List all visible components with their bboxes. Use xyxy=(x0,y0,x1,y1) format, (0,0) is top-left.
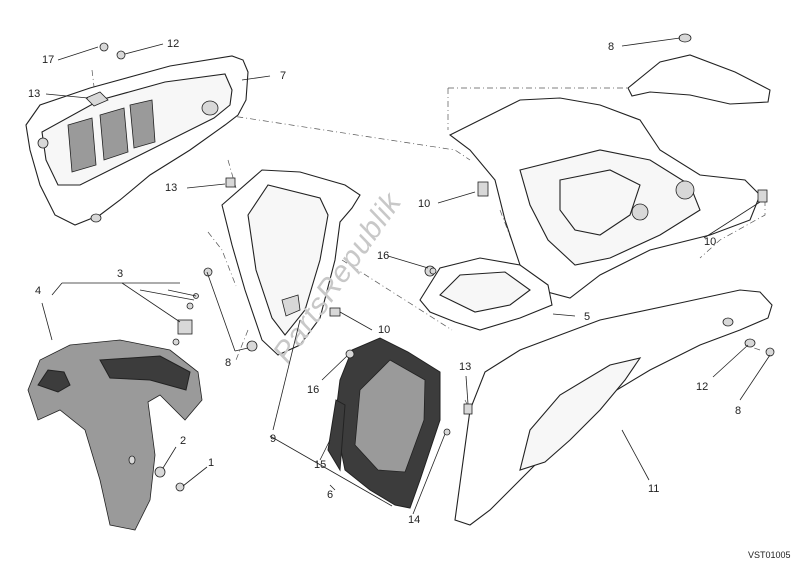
side-panel-part-7 xyxy=(25,55,249,226)
callout-13: 13 xyxy=(459,361,471,373)
undertray-part-10 xyxy=(448,97,768,299)
callout-10: 10 xyxy=(704,236,716,248)
callout-5: 5 xyxy=(584,311,590,323)
inner-frame-part-9 xyxy=(221,169,361,356)
callout-17: 17 xyxy=(42,54,54,66)
callout-6: 6 xyxy=(327,489,333,501)
leader-lines xyxy=(41,37,771,515)
callout-13: 13 xyxy=(165,182,177,194)
callout-11: 11 xyxy=(648,483,659,495)
callout-8: 8 xyxy=(225,357,231,369)
drawing-code: VST01005 xyxy=(748,550,791,560)
callout-16: 16 xyxy=(377,250,389,262)
callout-10: 10 xyxy=(378,324,390,336)
grille-part-6 xyxy=(327,337,441,509)
mudguard-part-4 xyxy=(27,339,203,531)
callout-8: 8 xyxy=(735,405,741,417)
callout-14: 14 xyxy=(408,514,420,526)
callout-10: 10 xyxy=(418,198,430,210)
callout-8: 8 xyxy=(608,41,614,53)
fastener-group-3 xyxy=(172,267,258,352)
callout-4: 4 xyxy=(35,285,41,297)
callout-15: 15 xyxy=(314,459,326,471)
callout-13: 13 xyxy=(28,88,40,100)
callout-12: 12 xyxy=(167,38,179,50)
misc-fasteners xyxy=(85,42,451,436)
callout-16: 16 xyxy=(307,384,319,396)
callout-labels: 17 12 7 13 13 8 10 10 16 3 4 5 10 8 13 1… xyxy=(28,38,741,526)
callout-1: 1 xyxy=(208,457,214,469)
callout-2: 2 xyxy=(180,435,186,447)
callout-9: 9 xyxy=(270,433,276,445)
lower-fairing-part-11 xyxy=(454,289,775,526)
callout-3: 3 xyxy=(117,268,123,280)
fasteners-1-2 xyxy=(128,455,185,492)
bracket-top-right xyxy=(627,33,771,105)
callout-12: 12 xyxy=(696,381,708,393)
callout-7: 7 xyxy=(280,70,286,82)
